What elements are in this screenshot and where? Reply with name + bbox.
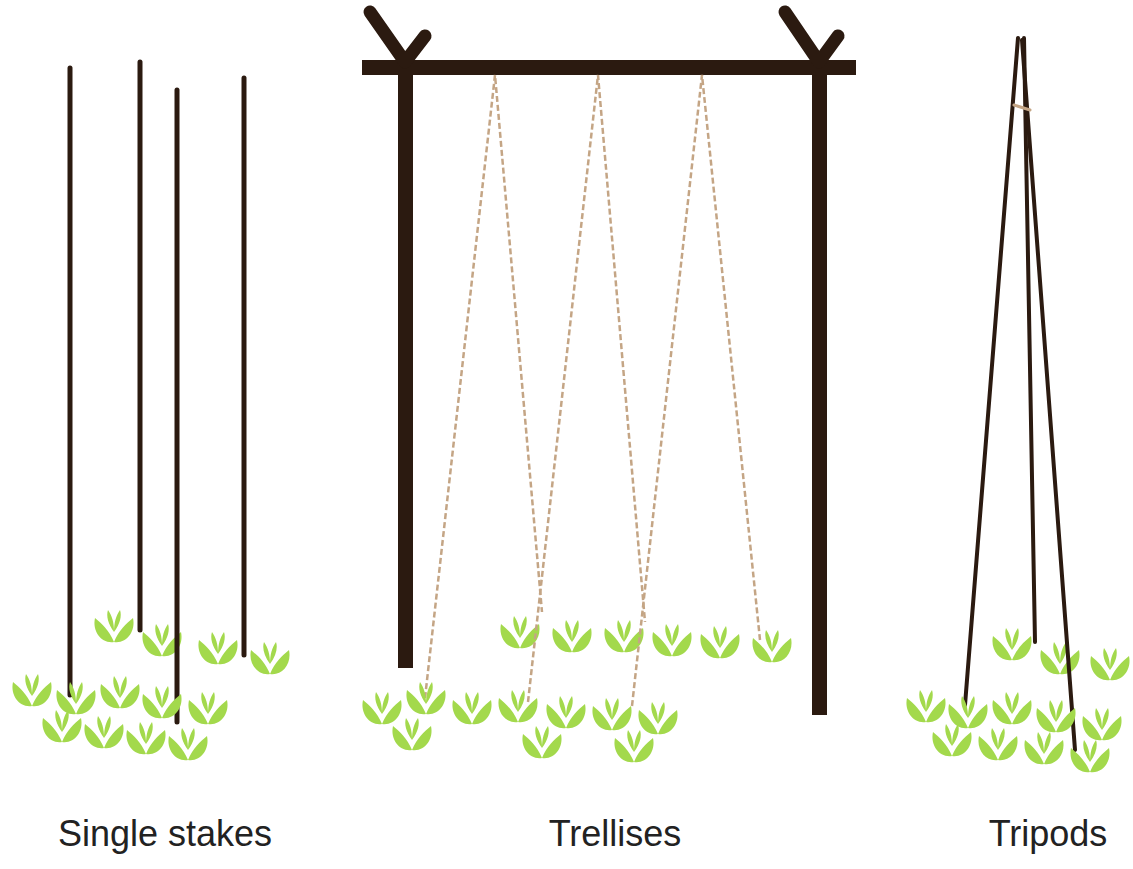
string bbox=[632, 75, 760, 706]
plant bbox=[94, 610, 133, 642]
post-fork bbox=[785, 12, 838, 62]
plant bbox=[992, 628, 1031, 660]
plant-group bbox=[992, 628, 1129, 680]
plant bbox=[546, 696, 585, 728]
plant bbox=[522, 726, 561, 758]
plant bbox=[592, 698, 631, 730]
plant bbox=[198, 632, 237, 664]
plant bbox=[978, 728, 1017, 760]
plant bbox=[392, 718, 431, 750]
trellis-post bbox=[398, 60, 413, 668]
plant bbox=[100, 676, 139, 708]
plant bbox=[12, 674, 51, 706]
tripod-pole bbox=[965, 38, 1018, 705]
plant-group bbox=[906, 690, 1121, 772]
plant bbox=[498, 690, 537, 722]
plant bbox=[1082, 708, 1121, 740]
string bbox=[528, 75, 645, 702]
plant bbox=[250, 642, 289, 674]
stake bbox=[68, 68, 73, 695]
plant bbox=[142, 686, 181, 718]
string bbox=[425, 75, 542, 698]
plant bbox=[362, 692, 401, 724]
plant bbox=[56, 682, 95, 714]
plant bbox=[614, 730, 653, 762]
tripod-tie bbox=[1014, 105, 1030, 110]
trellis-strings bbox=[425, 75, 760, 706]
stake bbox=[138, 62, 143, 630]
plant bbox=[406, 682, 445, 714]
plant-group bbox=[12, 674, 227, 760]
post-fork bbox=[370, 12, 425, 62]
plant-group bbox=[500, 616, 791, 662]
plant bbox=[42, 710, 81, 742]
plant bbox=[992, 692, 1031, 724]
stake bbox=[175, 90, 180, 722]
plant bbox=[1070, 740, 1109, 772]
plant-group bbox=[94, 610, 289, 674]
plant bbox=[932, 724, 971, 756]
plant bbox=[700, 626, 739, 658]
tripod-pole bbox=[1022, 40, 1075, 750]
tripod bbox=[965, 38, 1075, 750]
single-stakes bbox=[70, 62, 244, 722]
stake bbox=[242, 78, 247, 655]
plant bbox=[906, 690, 945, 722]
plant bbox=[188, 692, 227, 724]
plant bbox=[168, 728, 207, 760]
plant bbox=[1036, 700, 1075, 732]
plant bbox=[652, 624, 691, 656]
plant-group bbox=[362, 682, 677, 762]
plant bbox=[948, 696, 987, 728]
trellis-bar bbox=[362, 60, 856, 75]
plant bbox=[1090, 648, 1129, 680]
trellis-frame bbox=[362, 12, 856, 715]
trellis-post bbox=[812, 60, 827, 715]
plant bbox=[84, 716, 123, 748]
plant bbox=[1040, 642, 1079, 674]
plant bbox=[638, 702, 677, 734]
plant bbox=[452, 692, 491, 724]
caption-label: Trellises bbox=[549, 812, 682, 855]
caption-label: Tripods bbox=[989, 812, 1108, 855]
plant bbox=[1024, 732, 1063, 764]
plant bbox=[126, 722, 165, 754]
caption-label: Single stakes bbox=[58, 812, 272, 855]
plant bbox=[552, 620, 591, 652]
